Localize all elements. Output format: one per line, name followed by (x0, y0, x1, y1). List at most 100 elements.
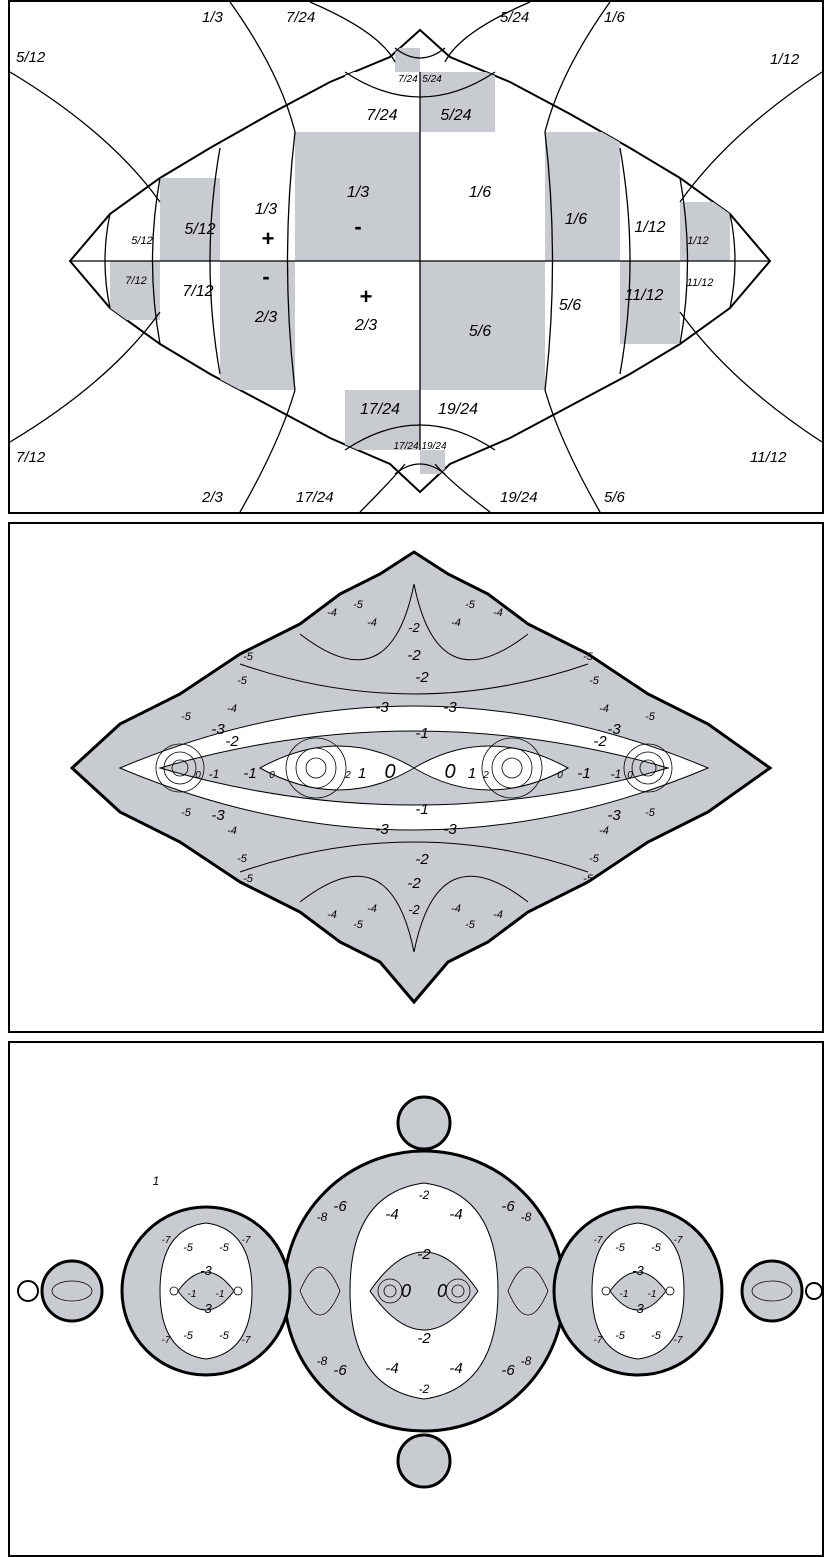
basin-label: -5 (183, 1330, 194, 1342)
level-label: -4 (367, 903, 377, 915)
sign-label: + (262, 226, 275, 251)
level-label: -3 (375, 821, 389, 838)
level-label: -1 (209, 767, 220, 781)
sector-shaded (545, 132, 620, 261)
region-label: 5/24 (440, 107, 471, 124)
level-label: 1 (468, 765, 476, 782)
level-label: -4 (451, 617, 461, 629)
level-label: -5 (645, 807, 656, 819)
level-label: -4 (493, 607, 503, 619)
basin-label: -8 (521, 1210, 532, 1224)
ray-label: 2/3 (201, 489, 224, 506)
level-label: -4 (599, 703, 609, 715)
region-label: 5/6 (559, 297, 581, 314)
basin-label: -3 (200, 1263, 212, 1278)
level-label: -4 (227, 825, 237, 837)
ray-label: 1/3 (202, 9, 224, 26)
basin-label: -7 (162, 1335, 171, 1346)
level-label: -1 (415, 725, 428, 742)
basin-label: -3 (200, 1301, 212, 1316)
region-label: 11/12 (687, 277, 714, 289)
level-label: -1 (243, 765, 256, 782)
ray-label: 19/24 (500, 489, 538, 506)
level-label: -2 (407, 647, 421, 664)
external-rays-panel: 1/3 7/24 5/24 1/6 5/12 1/12 7/12 11/12 2… (8, 0, 824, 514)
region-label: 2/3 (254, 309, 277, 326)
level-label: 0 (384, 761, 395, 783)
external-rays-figure: 1/3 7/24 5/24 1/6 5/12 1/12 7/12 11/12 2… (10, 2, 822, 512)
region-label: 7/24 (366, 107, 397, 124)
level-label: 0 (627, 770, 633, 781)
basin-label: -8 (521, 1354, 532, 1368)
level-label: 0 (195, 770, 201, 781)
basin-label: -1 (648, 1289, 657, 1300)
basin-label: -3 (632, 1301, 644, 1316)
basin-label: -5 (651, 1330, 662, 1342)
level-label: 2 (344, 770, 351, 781)
level-label: -1 (611, 767, 622, 781)
level-label: -1 (577, 765, 590, 782)
ray-label: 7/12 (16, 449, 46, 466)
top-bulb (398, 1097, 450, 1149)
region-label: 7/12 (182, 283, 213, 300)
level-label: -5 (353, 599, 364, 611)
basin-label: -1 (216, 1289, 225, 1300)
ray-label: 5/6 (604, 489, 626, 506)
level-label: -3 (443, 699, 457, 716)
level-label: -5 (645, 711, 656, 723)
level-label: -5 (243, 873, 254, 885)
basin-label: -2 (417, 1246, 431, 1263)
region-label: 7/12 (125, 275, 146, 287)
basin-label: -7 (674, 1235, 683, 1246)
basin-label: -7 (242, 1235, 251, 1246)
region-label: 1/12 (634, 219, 665, 236)
basin-label: -6 (501, 1198, 515, 1215)
far-left-disk (42, 1261, 102, 1321)
level-label: -1 (415, 801, 428, 818)
level-label: 2 (482, 770, 489, 781)
ray-label: 1/6 (604, 9, 626, 26)
level-label: -5 (181, 807, 192, 819)
ray-label: 5/24 (500, 9, 529, 26)
basin-label: -8 (317, 1354, 328, 1368)
ray-label: 5/12 (16, 49, 46, 66)
level-label: -5 (181, 711, 192, 723)
level-label: -3 (607, 721, 621, 738)
basin-label: -5 (651, 1242, 662, 1254)
far-left-bud (18, 1281, 38, 1301)
region-label: 19/24 (438, 401, 478, 418)
level-label: -2 (408, 902, 420, 917)
basin-figure: -2 -2 0 0 -4 -4 -4 -4 -6 -6 -6 -6 -8 -8 … (10, 1043, 822, 1555)
basin-label: -5 (183, 1242, 194, 1254)
ray-label: 17/24 (296, 489, 334, 506)
level-label: -5 (583, 873, 594, 885)
sector-shaded (395, 48, 420, 72)
level-label: 0 (444, 761, 455, 783)
level-label: -2 (415, 851, 429, 868)
region-label: 1/12 (687, 235, 708, 247)
level-label: -5 (589, 675, 600, 687)
region-label: 5/6 (469, 323, 491, 340)
level-label: -5 (583, 651, 594, 663)
basin-label: -5 (219, 1330, 230, 1342)
ray-label: 11/12 (750, 449, 787, 466)
ray-label: 1/12 (770, 51, 800, 68)
basin-label: -5 (615, 1242, 626, 1254)
basin-label: -6 (501, 1362, 515, 1379)
basin-label: -2 (419, 1188, 430, 1202)
level-label: -2 (225, 733, 239, 750)
level-label: -5 (353, 919, 364, 931)
level-label: -2 (407, 875, 421, 892)
level-label: 1 (358, 765, 366, 782)
level-label: -4 (599, 825, 609, 837)
basin-label: 0 (437, 1281, 447, 1301)
basin-label: -2 (417, 1330, 431, 1347)
basin-label: -5 (219, 1242, 230, 1254)
region-label: 5/12 (184, 221, 215, 238)
level-label: -5 (465, 919, 476, 931)
level-label: -4 (493, 909, 503, 921)
level-label: -5 (237, 675, 248, 687)
region-label: 11/12 (625, 287, 664, 304)
region-label: 7/24 (398, 74, 418, 85)
far-right-bud (806, 1283, 822, 1299)
